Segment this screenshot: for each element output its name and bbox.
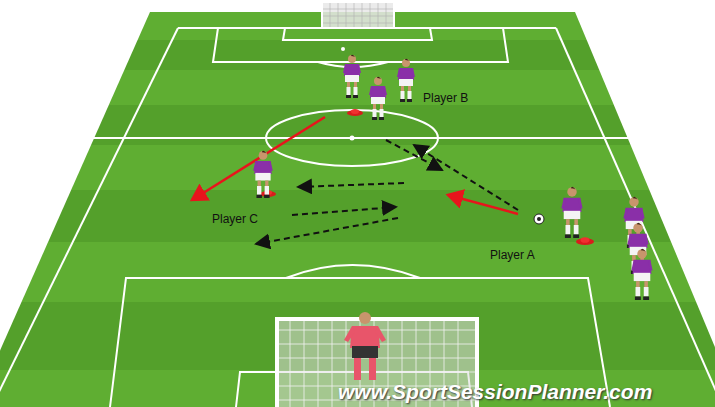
top-goal [322,2,394,28]
centre-spot [350,136,355,141]
player-label: Player C [212,212,258,226]
watermark: www.SportSessionPlanner.com [338,380,652,404]
player-label: Player B [423,91,468,105]
cones [260,109,594,245]
pass-arrows [256,140,518,244]
goalkeeper [344,312,386,380]
player-label: Player A [490,248,535,262]
movement-arrows [192,117,518,214]
penalty-spot [341,47,345,51]
ball [534,214,544,224]
pitch-lines [0,28,715,407]
grass [0,12,715,407]
players [253,55,652,300]
